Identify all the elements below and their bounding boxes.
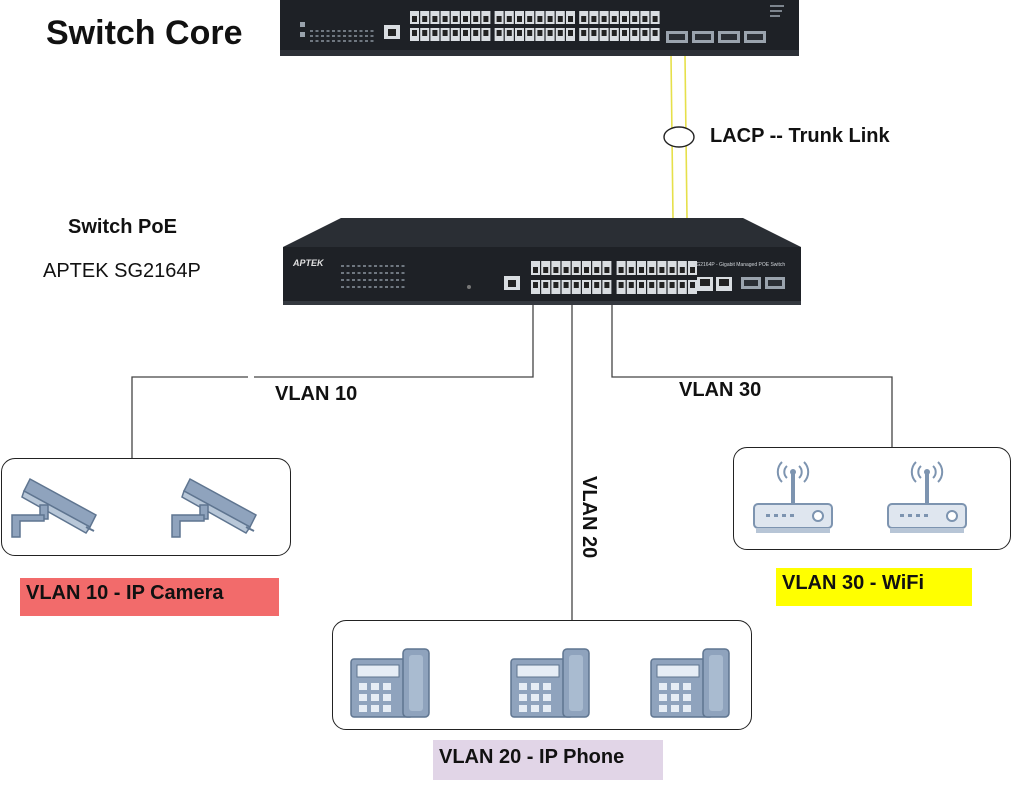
vlan30-label: VLAN 30 [679, 379, 762, 401]
poe-switch: APTEK SG2164P - Gigabit Managed POE Swit… [281, 217, 803, 307]
vlan10-label: VLAN 10 [275, 383, 358, 405]
aptek-logo-text: APTEK [292, 258, 325, 268]
vlan10-legend: VLAN 10 - IP Camera [20, 578, 279, 616]
vlan10-wire [131, 304, 534, 458]
poe-switch-icon: APTEK SG2164P - Gigabit Managed POE Swit… [283, 218, 801, 305]
ip-camera-icon [11, 477, 97, 538]
ip-camera-icon [171, 477, 257, 538]
phone-group [332, 620, 752, 730]
ip-phone-icon [650, 648, 730, 718]
lacp-label: LACP -- Trunk Link [710, 125, 890, 147]
ip-phone-icon [350, 648, 430, 718]
lacp-ellipse [663, 126, 695, 148]
wifi-router-icon [753, 461, 833, 533]
camera-group [1, 458, 291, 556]
poe-panel-text: SG2164P - Gigabit Managed POE Switch [693, 262, 785, 268]
vlan30-legend: VLAN 30 - WiFi [776, 568, 972, 606]
core-switch [280, 0, 799, 56]
poe-switch-title: Switch PoE [68, 216, 177, 238]
vlan20-legend: VLAN 20 - IP Phone [433, 740, 663, 780]
poe-switch-model: APTEK SG2164P [43, 260, 201, 282]
ip-phone-icon [510, 648, 590, 718]
core-switch-icon [280, 0, 799, 56]
wifi-router-icon [887, 461, 967, 533]
core-switch-title: Switch Core [46, 14, 243, 52]
vlan20-label: VLAN 20 [578, 476, 600, 559]
vlan30-wire [611, 304, 893, 447]
wifi-group [733, 447, 1011, 550]
